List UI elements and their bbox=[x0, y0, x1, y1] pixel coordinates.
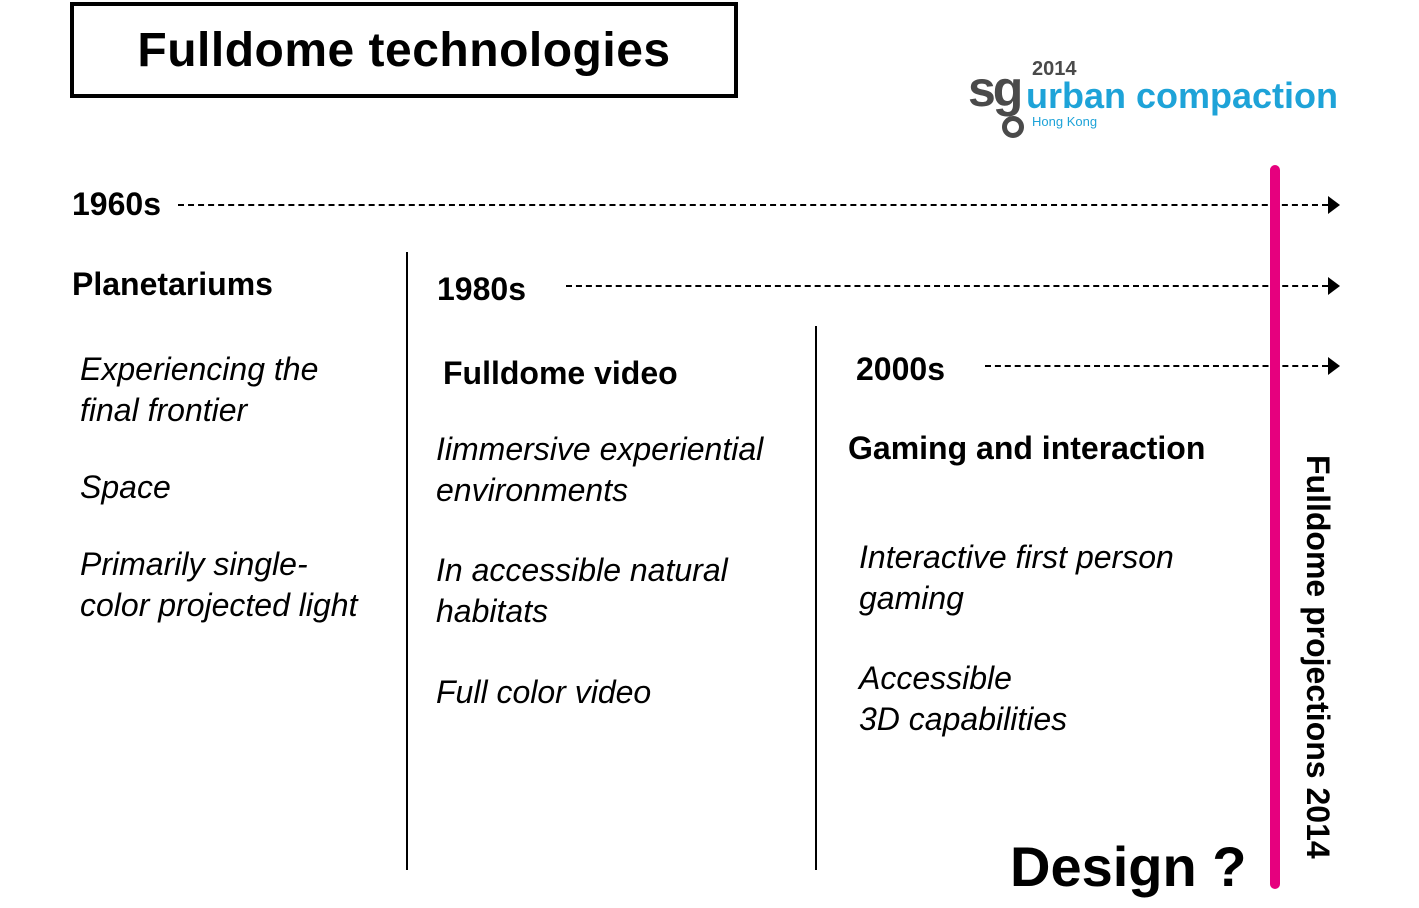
era-year-1960s: 1960s bbox=[72, 186, 161, 222]
timeline-line-2000s bbox=[985, 365, 1328, 367]
era-item: In accessible natural habitats bbox=[436, 550, 728, 632]
page-title-text: Fulldome technologies bbox=[137, 23, 671, 77]
column-divider bbox=[815, 326, 817, 870]
era-item-line: color projected light bbox=[80, 587, 358, 623]
logo-year: 2014 bbox=[1032, 58, 1077, 80]
era-item-line: environments bbox=[436, 472, 629, 508]
era-item-line: Primarily single- bbox=[80, 546, 308, 582]
vertical-label: Fulldome projections 2014 bbox=[1300, 455, 1336, 859]
logo-city: Hong Kong bbox=[1032, 114, 1098, 129]
current-year-marker bbox=[1270, 165, 1280, 889]
era-item: Experiencing the final frontier bbox=[80, 349, 318, 431]
era-item-line: habitats bbox=[436, 593, 549, 629]
era-item: Iimmersive experiential environments bbox=[436, 429, 763, 511]
era-item-line: 3D capabilities bbox=[859, 701, 1068, 737]
page-title: Fulldome technologies bbox=[70, 2, 738, 98]
logo-ring-icon bbox=[1002, 116, 1024, 138]
era-item: Primarily single- color projected light bbox=[80, 544, 357, 626]
arrowhead-icon bbox=[1328, 357, 1340, 375]
era-item: Space bbox=[80, 469, 171, 505]
arrowhead-icon bbox=[1328, 277, 1340, 295]
column-divider bbox=[406, 252, 408, 870]
era-item-line: Accessible bbox=[859, 660, 1012, 696]
logo: sg 2014 urban compaction Hong Kong bbox=[968, 58, 1368, 148]
logo-name: urban compaction bbox=[1026, 75, 1339, 116]
design-question: Design ? bbox=[1010, 835, 1247, 898]
era-item: Full color video bbox=[436, 674, 652, 710]
era-item: Interactive first person gaming bbox=[859, 537, 1174, 619]
era-item: Accessible 3D capabilities bbox=[859, 658, 1067, 740]
era-item-line: In accessible natural bbox=[436, 552, 728, 588]
logo-mark: sg bbox=[968, 61, 1023, 117]
era-item-line: gaming bbox=[859, 580, 964, 616]
timeline-line-1980s bbox=[566, 285, 1328, 287]
era-heading-fulldome-video: Fulldome video bbox=[443, 355, 678, 391]
era-item-line: final frontier bbox=[80, 392, 248, 428]
era-year-2000s: 2000s bbox=[856, 351, 945, 387]
era-year-1980s: 1980s bbox=[437, 271, 526, 307]
era-item-line: Interactive first person bbox=[859, 539, 1174, 575]
arrowhead-icon bbox=[1328, 196, 1340, 214]
era-item-line: Iimmersive experiential bbox=[436, 431, 764, 467]
era-item-line: Experiencing the bbox=[80, 351, 319, 387]
era-heading-planetariums: Planetariums bbox=[72, 266, 273, 302]
timeline-line-1960s bbox=[178, 204, 1328, 206]
era-heading-gaming: Gaming and interaction bbox=[848, 430, 1206, 466]
